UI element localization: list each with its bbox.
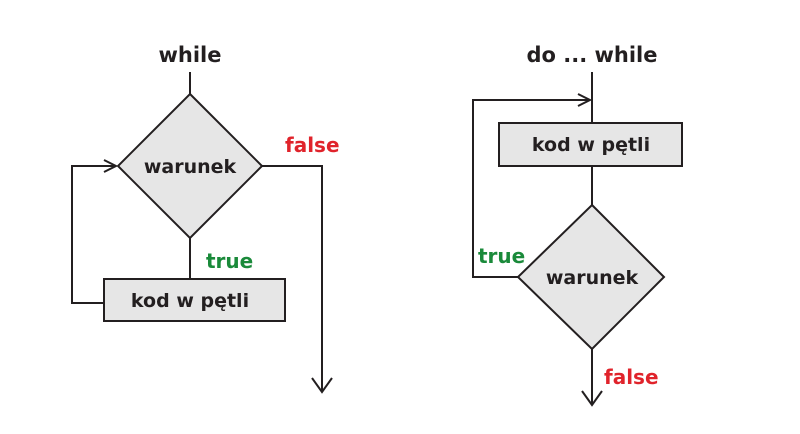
do-while-loop-back-edge <box>472 99 588 278</box>
while-diagram: while warunek true kod w pętli false <box>71 43 340 394</box>
while-false-label: false <box>285 133 340 157</box>
do-while-loop-back-arrowhead <box>577 93 593 107</box>
while-false-edge <box>262 165 323 392</box>
while-true-label: true <box>206 249 253 273</box>
while-false-arrowhead <box>311 377 333 394</box>
do-while-false-arrowhead <box>581 390 603 407</box>
while-loop-back-edge <box>71 165 114 304</box>
while-title: while <box>159 43 222 67</box>
do-while-diagram: do ... while true kod w pętli warunek fa… <box>472 43 683 407</box>
do-while-title: do ... while <box>526 43 657 67</box>
while-loop-back-arrowhead <box>103 159 119 173</box>
do-while-true-label: true <box>478 244 525 268</box>
do-while-body-label: kod w pętli <box>532 134 650 156</box>
while-condition-label: warunek <box>144 156 237 178</box>
do-while-body-box <box>498 122 683 167</box>
while-body-box <box>103 278 286 322</box>
do-while-false-label: false <box>604 365 659 389</box>
do-while-condition-label: warunek <box>546 267 639 289</box>
while-body-label: kod w pętli <box>131 290 249 312</box>
